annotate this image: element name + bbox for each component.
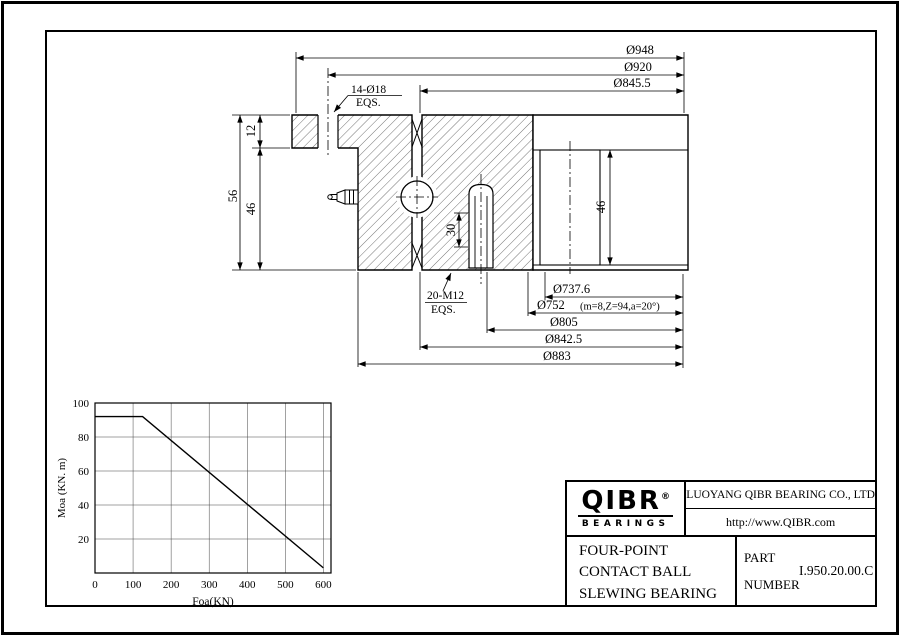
- dim-label-737-6: Ø737.6: [553, 282, 590, 296]
- logo-wordmark: QIBR®: [578, 486, 673, 518]
- y-tick-label: 40: [78, 500, 90, 512]
- title-block-header-row: QIBR® BEARINGS LUOYANG QIBR BEARING CO.,…: [567, 482, 875, 538]
- y-tick-label: 100: [73, 398, 90, 410]
- title-block: QIBR® BEARINGS LUOYANG QIBR BEARING CO.,…: [565, 480, 875, 605]
- seal-bottom: [411, 242, 423, 269]
- static-load-curve-chart: 0 100 200 300 400 500 600 20 40 60 80 100 Moa (KN. …: [56, 398, 333, 608]
- dim-label-56: 56: [226, 190, 240, 203]
- company-cell: LUOYANG QIBR BEARING CO., LTD http://www…: [686, 482, 875, 535]
- part-label-line-1: PART: [744, 549, 776, 565]
- dim-label-752: Ø752: [537, 298, 565, 312]
- dim-label-46-left: 46: [244, 203, 258, 216]
- dim-label-30: 30: [444, 224, 458, 237]
- plot-border: [94, 402, 332, 574]
- part-number-value: I.950.20.00.C: [799, 563, 874, 579]
- x-tick-label: 300: [201, 579, 218, 591]
- load-curve: [95, 415, 324, 569]
- product-name: FOUR-POINT CONTACT BALL SLEWING BEARING: [567, 537, 737, 605]
- bearing-section: [291, 68, 689, 284]
- part-number-cell: PART NUMBER I.950.20.00.C: [737, 537, 875, 605]
- dim-label-920: Ø920: [624, 60, 652, 74]
- part-label-line-2: NUMBER: [744, 577, 800, 593]
- product-line-2: CONTACT BALL: [579, 564, 692, 581]
- label-top-holes: 14-Ø18: [351, 84, 386, 96]
- dim-label-845-5: Ø845.5: [613, 76, 650, 90]
- grease-fitting: [327, 189, 359, 205]
- x-tick-label: 0: [92, 579, 98, 591]
- x-tick-label: 400: [239, 579, 256, 591]
- seal-top: [411, 118, 423, 148]
- dimension-labels: Ø948 Ø920 Ø845.5 14-Ø18 EQS. 56 12 46 46…: [226, 43, 660, 363]
- dim-label-842-5: Ø842.5: [545, 332, 582, 346]
- x-tick-label: 200: [163, 579, 180, 591]
- dim-label-883: Ø883: [543, 349, 571, 363]
- product-line-3: SLEWING BEARING: [579, 585, 717, 602]
- part-number-label: PART NUMBER: [737, 544, 800, 599]
- inner-ring-side-view: [532, 114, 689, 271]
- label-bottom-holes-eqs: EQS.: [431, 304, 456, 316]
- dim-label-12: 12: [244, 125, 258, 138]
- x-tick-label: 500: [277, 579, 294, 591]
- dim-label-948: Ø948: [626, 43, 654, 57]
- product-line-1: FOUR-POINT: [579, 543, 669, 560]
- registered-trademark-icon: ®: [660, 492, 670, 503]
- loading-plug: [468, 174, 494, 284]
- dim-label-805: Ø805: [550, 315, 578, 329]
- gear-spec-label: (m=8,Z=94,a=20°): [580, 302, 660, 313]
- dim-label-46-right: 46: [594, 201, 608, 214]
- chart-ylabel: Moa (KN. m): [56, 458, 68, 519]
- x-tick-label: 100: [125, 579, 142, 591]
- title-block-product-row: FOUR-POINT CONTACT BALL SLEWING BEARING …: [567, 537, 875, 605]
- label-bottom-holes: 20-M12: [427, 290, 464, 302]
- x-tick-label: 600: [315, 579, 332, 591]
- qibr-logo: QIBR® BEARINGS: [567, 482, 687, 536]
- leader-lines: [333, 95, 452, 292]
- company-name: LUOYANG QIBR BEARING CO., LTD: [686, 482, 875, 510]
- y-tick-label: 60: [78, 466, 90, 478]
- label-top-holes-eqs: EQS.: [356, 97, 381, 109]
- y-tick-label: 20: [78, 534, 90, 546]
- logo-subtitle: BEARINGS: [581, 519, 670, 530]
- y-tick-label: 80: [78, 432, 90, 444]
- outer-ring-section: [291, 114, 413, 271]
- logo-text: QIBR: [581, 486, 661, 517]
- dimension-lines: [237, 55, 684, 367]
- mounting-bolt-hole: [317, 68, 339, 158]
- chart-xlabel: Foa(KN): [192, 596, 234, 608]
- company-website: http://www.QIBR.com: [726, 514, 836, 529]
- chart-plot-area: 0 100 200 300 400 500 600 20 40 60 80 100: [73, 398, 333, 591]
